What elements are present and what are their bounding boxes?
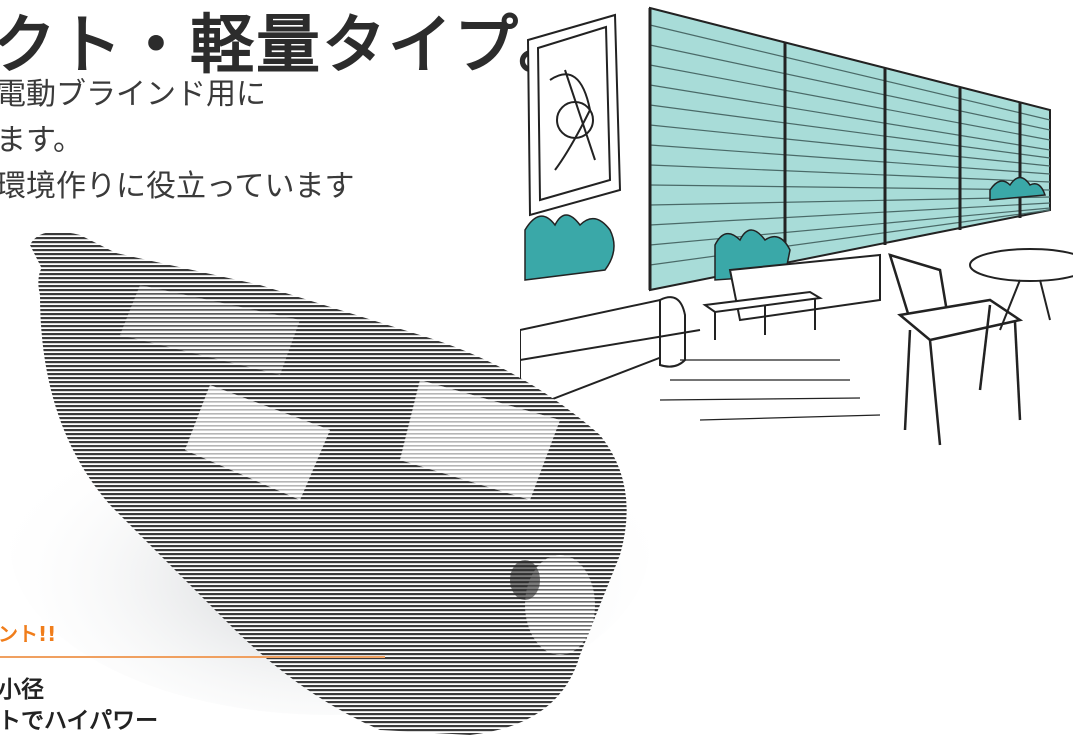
coffee-table [702,290,823,340]
description-line-3: 環境作りに役立っています [0,169,355,204]
point-line-2: トでハイパワー [0,708,159,734]
description-line-2: ます。 [0,123,83,158]
wall-picture [526,13,622,217]
chair [888,253,1024,446]
page-headline: クト・軽量タイプ。 [0,9,585,83]
lounge-illustration [520,6,1073,446]
round-table [969,248,1073,331]
sofa [520,253,881,401]
description-text: 電動ブラインド用に ます。 環境作りに役立っています [0,72,355,210]
point-line-1: 小径 [0,677,44,703]
description-line-1: 電動ブラインド用に [0,77,266,112]
window-blinds [648,6,1051,292]
motor-product-image [10,231,650,735]
point-divider [0,656,385,658]
point-label: ント!! [0,622,57,646]
